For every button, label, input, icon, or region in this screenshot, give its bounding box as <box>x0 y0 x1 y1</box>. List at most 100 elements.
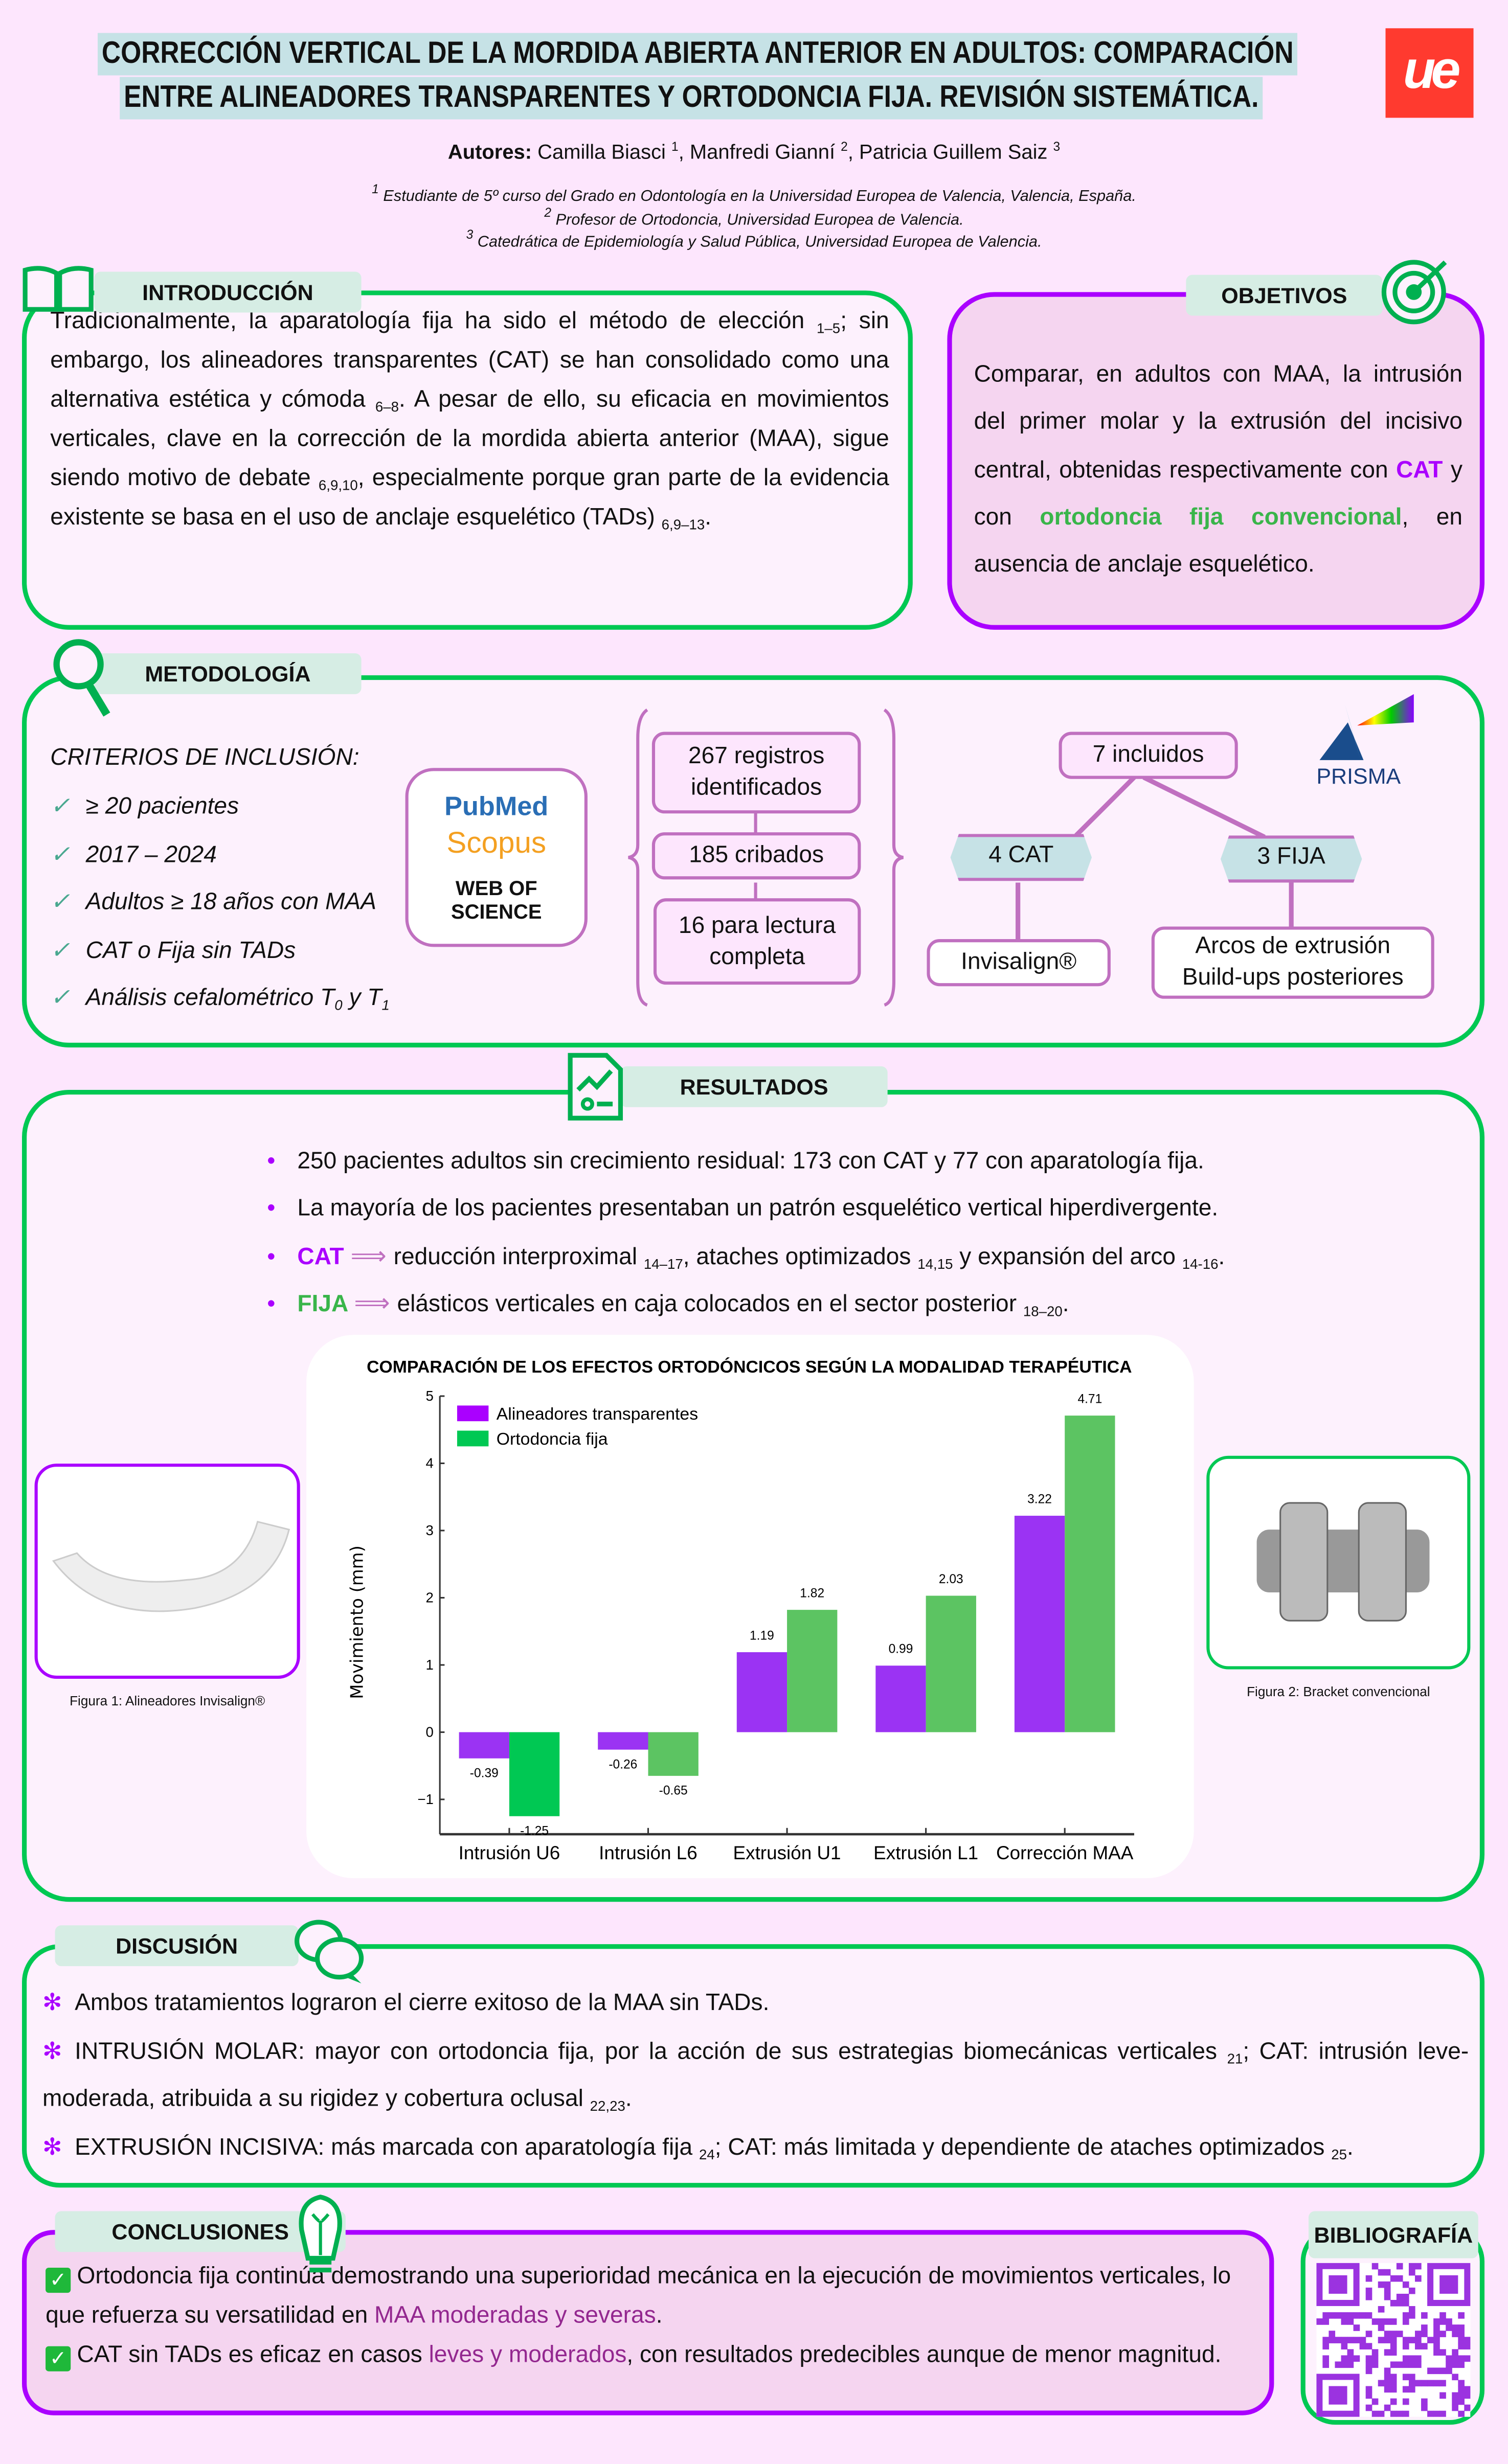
poster-title-line1: CORRECCIÓN VERTICAL DE LA MORDIDA ABIERT… <box>0 33 1382 76</box>
y-tick-label: 2 <box>425 1590 433 1606</box>
results-bullet: • 250 pacientes adultos sin crecimiento r… <box>267 1145 1429 1192</box>
legend-swatch <box>457 1405 489 1422</box>
introduction-title: INTRODUCCIÓN <box>94 271 362 313</box>
fija-detail-line: Build-ups posteriores <box>1182 964 1404 991</box>
checkbox-icon: ✓ <box>46 2267 71 2293</box>
affiliation-text: Estudiante de 5º curso del Grado en Odon… <box>378 188 1136 206</box>
conclusions-title: CONCLUSIONES <box>55 2211 346 2252</box>
text-segment: FIJA <box>297 1291 354 1318</box>
data-label: -1.25 <box>520 1824 549 1838</box>
criterion-item: ✓Análisis cefalométrico T0 y T1 <box>50 984 390 1032</box>
objectives-title: OBJETIVOS <box>1186 275 1383 316</box>
text-segment: reducción interproximal <box>393 1243 644 1270</box>
text-segment: ; sin embargo, los alineadores transpare… <box>50 308 889 413</box>
data-label: -0.39 <box>470 1767 499 1781</box>
results-bullets: • 250 pacientes adultos sin crecimiento r… <box>267 1145 1429 1335</box>
text-segment: 0 <box>334 997 343 1014</box>
inclusion-criteria-title: CRITERIOS DE INCLUSIÓN: <box>50 744 359 771</box>
conclusions-section: ✓Ortodoncia fija continúa demostrando un… <box>22 2230 1274 2415</box>
authors: Autores: Camilla Biasci 1, Manfredi Gian… <box>0 140 1508 163</box>
conclusion-item: ✓Ortodoncia fija continúa demostrando un… <box>46 2256 1263 2335</box>
book-icon <box>22 266 94 312</box>
cat-count: 4 CAT <box>950 834 1092 881</box>
asterisk-icon: ✻ <box>42 1990 62 2017</box>
criterion-item: ✓2017 – 2024 <box>50 839 390 887</box>
lightbulb-icon <box>299 2195 342 2273</box>
poster-title-line2: ENTRE ALINEADORES TRANSPARENTES Y ORTODO… <box>0 77 1382 120</box>
data-label: 1.19 <box>750 1629 774 1642</box>
results-bullet: •CAT ⟹ reducción interproximal 14–17, at… <box>267 1240 1429 1288</box>
conclusion-item: ✓CAT sin TADs es eficaz en casos leves y… <box>46 2335 1263 2375</box>
authors-list: Camilla Biasci 1, Manfredi Gianní 2, Pat… <box>532 140 1060 163</box>
aligner-illustration <box>52 1520 290 1612</box>
text-segment: y T <box>342 985 382 1012</box>
text-segment: Comparar, en adultos con MAA, la intrusi… <box>974 361 1463 483</box>
methodology-title: METODOLOGÍA <box>94 653 362 694</box>
text-segment: . <box>1062 1291 1069 1318</box>
flow-identified: 267 registros identificados <box>651 732 861 814</box>
prisma-logo-graphic <box>1319 694 1414 760</box>
title-text: ENTRE ALINEADORES TRANSPARENTES Y ORTODO… <box>120 77 1263 120</box>
check-icon: ✓ <box>50 937 70 964</box>
bibliography-title: BIBLIOGRAFÍA <box>1308 2211 1478 2258</box>
scopus-logo: Scopus <box>446 827 547 861</box>
text-segment: y con <box>974 456 1463 531</box>
author-name: , Patricia Guillem Saiz <box>847 140 1053 164</box>
y-tick-label: 3 <box>425 1522 433 1538</box>
asterisk-icon: ✻ <box>42 2037 62 2065</box>
text-segment: ⟹ <box>350 1243 394 1270</box>
text-segment: . <box>656 2302 663 2329</box>
text-segment: 250 pacientes adultos sin crecimiento re… <box>297 1148 1204 1175</box>
bracket-illustration <box>1256 1502 1430 1622</box>
y-tick-label: 0 <box>425 1724 433 1740</box>
x-tick-label: Extrusión U1 <box>733 1842 841 1863</box>
text-segment: , con resultados predecibles aunque de m… <box>626 2341 1222 2368</box>
data-label: 1.82 <box>800 1587 824 1601</box>
inclusion-tree-lines <box>1016 775 1294 943</box>
text-segment: CAT <box>1396 456 1443 483</box>
criterion-item: ✓ CAT o Fija sin TADs <box>50 936 390 984</box>
objectives-section: Comparar, en adultos con MAA, la intrusi… <box>947 292 1485 630</box>
legend-label: Alineadores transparentes <box>497 1404 698 1424</box>
qr-code-icon[interactable] <box>1316 2263 1471 2417</box>
bar-fixed <box>1065 1416 1115 1732</box>
bar-aligners <box>459 1732 509 1759</box>
figure1-caption: Figura 1: Alineadores Invisalign® <box>70 1693 265 1709</box>
results-bullet: •FIJA ⟹ elásticos verticales en caja col… <box>267 1288 1429 1336</box>
check-icon: ✓ <box>50 985 70 1012</box>
fija-count: 3 FIJA <box>1220 835 1362 883</box>
text-segment: . A pesar de ello, su eficacia en movimi… <box>50 386 889 492</box>
text-segment: elásticos verticales en caja colocados e… <box>397 1291 1023 1318</box>
text-segment: Adultos ≥ 18 años con MAA <box>85 889 377 916</box>
bar-fixed <box>648 1732 699 1776</box>
text-segment: CAT <box>297 1243 351 1270</box>
results-bullet: •La mayoría de los pacientes presentaban… <box>267 1193 1429 1240</box>
discussion-section: ✻Ambos tratamientos lograron el cierre e… <box>22 1944 1485 2188</box>
bar-aligners <box>1014 1516 1065 1732</box>
discussion-items: ✻Ambos tratamientos lograron el cierre e… <box>42 1980 1469 2172</box>
text-segment: CAT o Fija sin TADs <box>85 937 296 964</box>
databases-box: PubMed Scopus WEB OF SCIENCE <box>405 768 588 947</box>
affiliation: 1 Estudiante de 5º curso del Grado en Od… <box>0 183 1508 206</box>
chart-panel: COMPARACIÓN DE LOS EFECTOS ORTODÓNCICOS … <box>306 1335 1194 1879</box>
figure2-bracket-image <box>1206 1455 1471 1670</box>
text-segment: ⟹ <box>354 1291 397 1318</box>
bar-fixed <box>787 1610 838 1732</box>
conclusions-items: ✓Ortodoncia fija continúa demostrando un… <box>46 2256 1263 2374</box>
bar-aligners <box>736 1652 787 1732</box>
data-label: -0.65 <box>659 1784 688 1798</box>
prisma-label: PRISMA <box>1316 763 1401 789</box>
text-segment: 1 <box>381 997 390 1014</box>
text-segment: 14,15 <box>917 1256 953 1272</box>
chart-title: COMPARACIÓN DE LOS EFECTOS ORTODÓNCICOS … <box>367 1357 1132 1377</box>
text-segment: 14–17 <box>643 1256 683 1272</box>
figure2-caption: Figura 2: Bracket convencional <box>1247 1683 1430 1699</box>
bullet-icon: • <box>267 1148 276 1175</box>
bar-aligners <box>875 1666 926 1732</box>
x-tick-label: Corrección MAA <box>996 1842 1134 1863</box>
asterisk-icon: ✻ <box>42 2133 62 2160</box>
bullet-icon: • <box>267 1195 276 1223</box>
checkbox-icon: ✓ <box>46 2346 71 2371</box>
